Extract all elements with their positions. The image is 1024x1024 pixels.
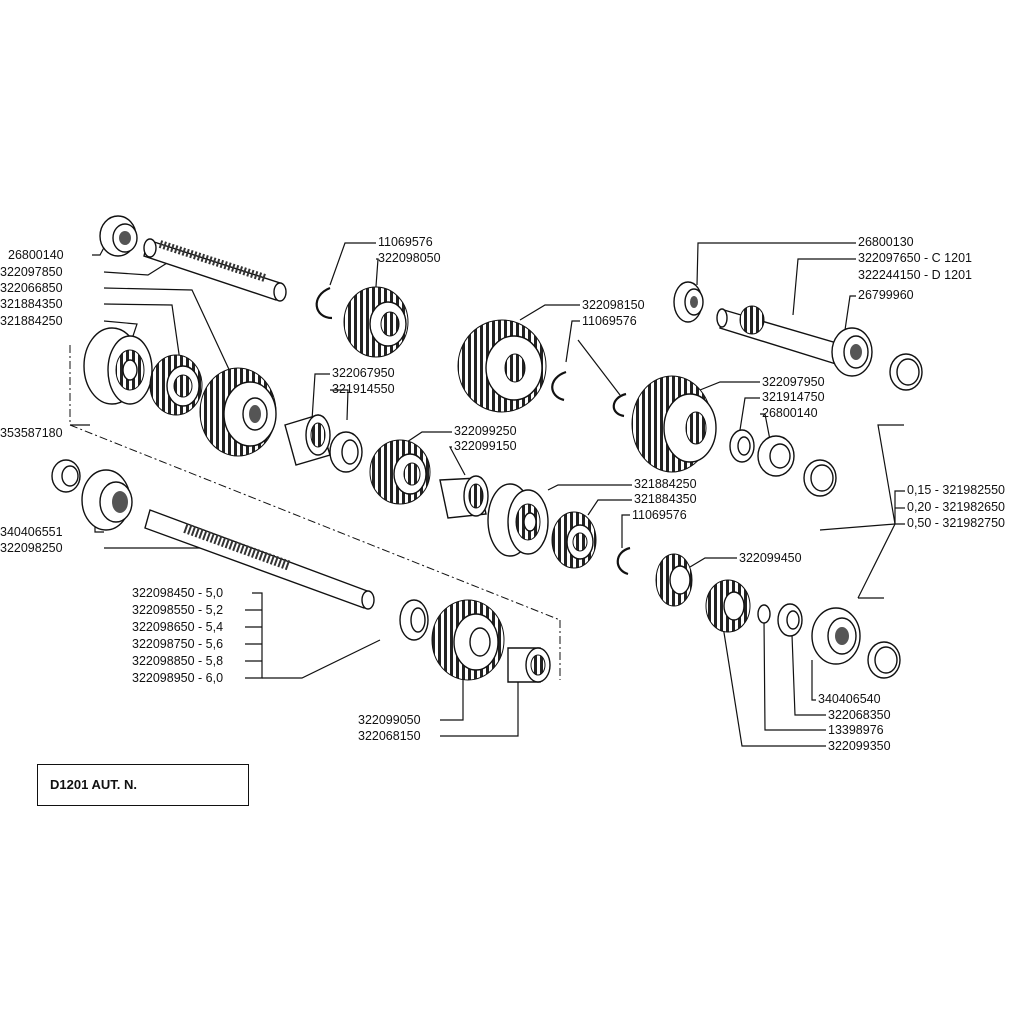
label-322097950: 322097950 [762,375,825,389]
label-shim-5-6: 322098750 - 5,6 [132,637,223,651]
label-322097850: 322097850 [0,265,63,279]
snap-ring-top [315,286,333,320]
label-26800140: 26800140 [8,248,64,262]
synchro-hub-center [487,483,549,557]
label-26800130: 26800130 [858,235,914,249]
big-gear-center [457,319,547,413]
bushing-bottom [507,647,551,683]
label-11069576: 11069576 [582,314,637,328]
large-gear-left [199,367,277,457]
bearing-bottom-right [757,603,861,665]
label-322099250: 322099250 [454,424,517,438]
label-13398976: 13398976 [828,723,884,737]
label-322099150: 322099150 [454,439,517,453]
part-labels: 26800140 322097850 322066850 321884350 3… [0,235,1005,753]
label-shim-050: 0,50 - 321982750 [907,516,1005,530]
label-353587180: 353587180 [0,426,63,440]
label-322098150: 322098150 [582,298,645,312]
bearing-right [831,327,873,377]
label-322068350: 322068350 [828,708,891,722]
label-321914550: 321914550 [332,382,395,396]
gear-middle [369,439,431,505]
label-11069576: 11069576 [378,235,433,249]
label-321884350: 321884350 [0,297,63,311]
label-26800140: 26800140 [762,406,818,420]
big-gear-right [631,375,717,473]
label-340406551: 340406551 [0,525,63,539]
leader-lines [69,239,905,747]
synchro-hub-left [83,327,153,405]
label-shim-5-0: 322098450 - 5,0 [132,586,223,600]
label-321914750: 321914750 [762,390,825,404]
input-shaft-top [143,238,287,302]
gear-top-middle [343,286,409,358]
label-322068150: 322068150 [358,729,421,743]
output-shaft-right [716,305,841,365]
label-shim-5-8: 322098850 - 5,8 [132,654,223,668]
label-322099350: 322099350 [828,739,891,753]
washers-right [729,429,795,477]
caption-box: D1201 AUT. N. [37,764,249,806]
label-322244150: 322244150 - D 1201 [858,268,972,282]
needle-bearing-middle [284,414,331,466]
bearing-top-left [99,215,138,257]
gear-right-bottom [655,553,693,607]
label-340406540: 340406540 [818,692,881,706]
label-322098250: 322098250 [0,541,63,555]
gear-bottom-center [431,599,505,681]
caption-text: D1201 AUT. N. [50,777,137,792]
small-gear-center [551,511,597,569]
bearing-top-right [673,281,704,323]
label-322097650: 322097650 - C 1201 [858,251,972,265]
washer-middle [329,431,363,473]
label-shim-5-2: 322098550 - 5,2 [132,603,223,617]
label-shim-6-0: 322098950 - 6,0 [132,671,223,685]
shim-rings-right [803,353,923,679]
label-shim-015: 0,15 - 321982550 [907,483,1005,497]
label-11069576: 11069576 [632,508,687,522]
main-shaft-bottom [144,509,375,610]
label-shim-5-4: 322098650 - 5,4 [132,620,223,634]
snap-rings-center [551,370,631,576]
label-shim-020: 0,20 - 321982650 [907,500,1005,514]
label-321884250: 321884250 [0,314,63,328]
label-322066850: 322066850 [0,281,63,295]
bearing-bottom-left [51,459,133,531]
label-321884250: 321884250 [634,477,697,491]
label-321884350: 321884350 [634,492,697,506]
label-322099050: 322099050 [358,713,421,727]
label-322067950: 322067950 [332,366,395,380]
small-gear-left [149,354,203,416]
washer-bottom [399,599,429,641]
label-26799960: 26799960 [858,288,914,302]
needle-bearing-center [439,475,489,519]
label-322099450: 322099450 [739,551,802,565]
label-322098050: 322098050 [378,251,441,265]
small-gear-bottom-right [705,579,751,633]
